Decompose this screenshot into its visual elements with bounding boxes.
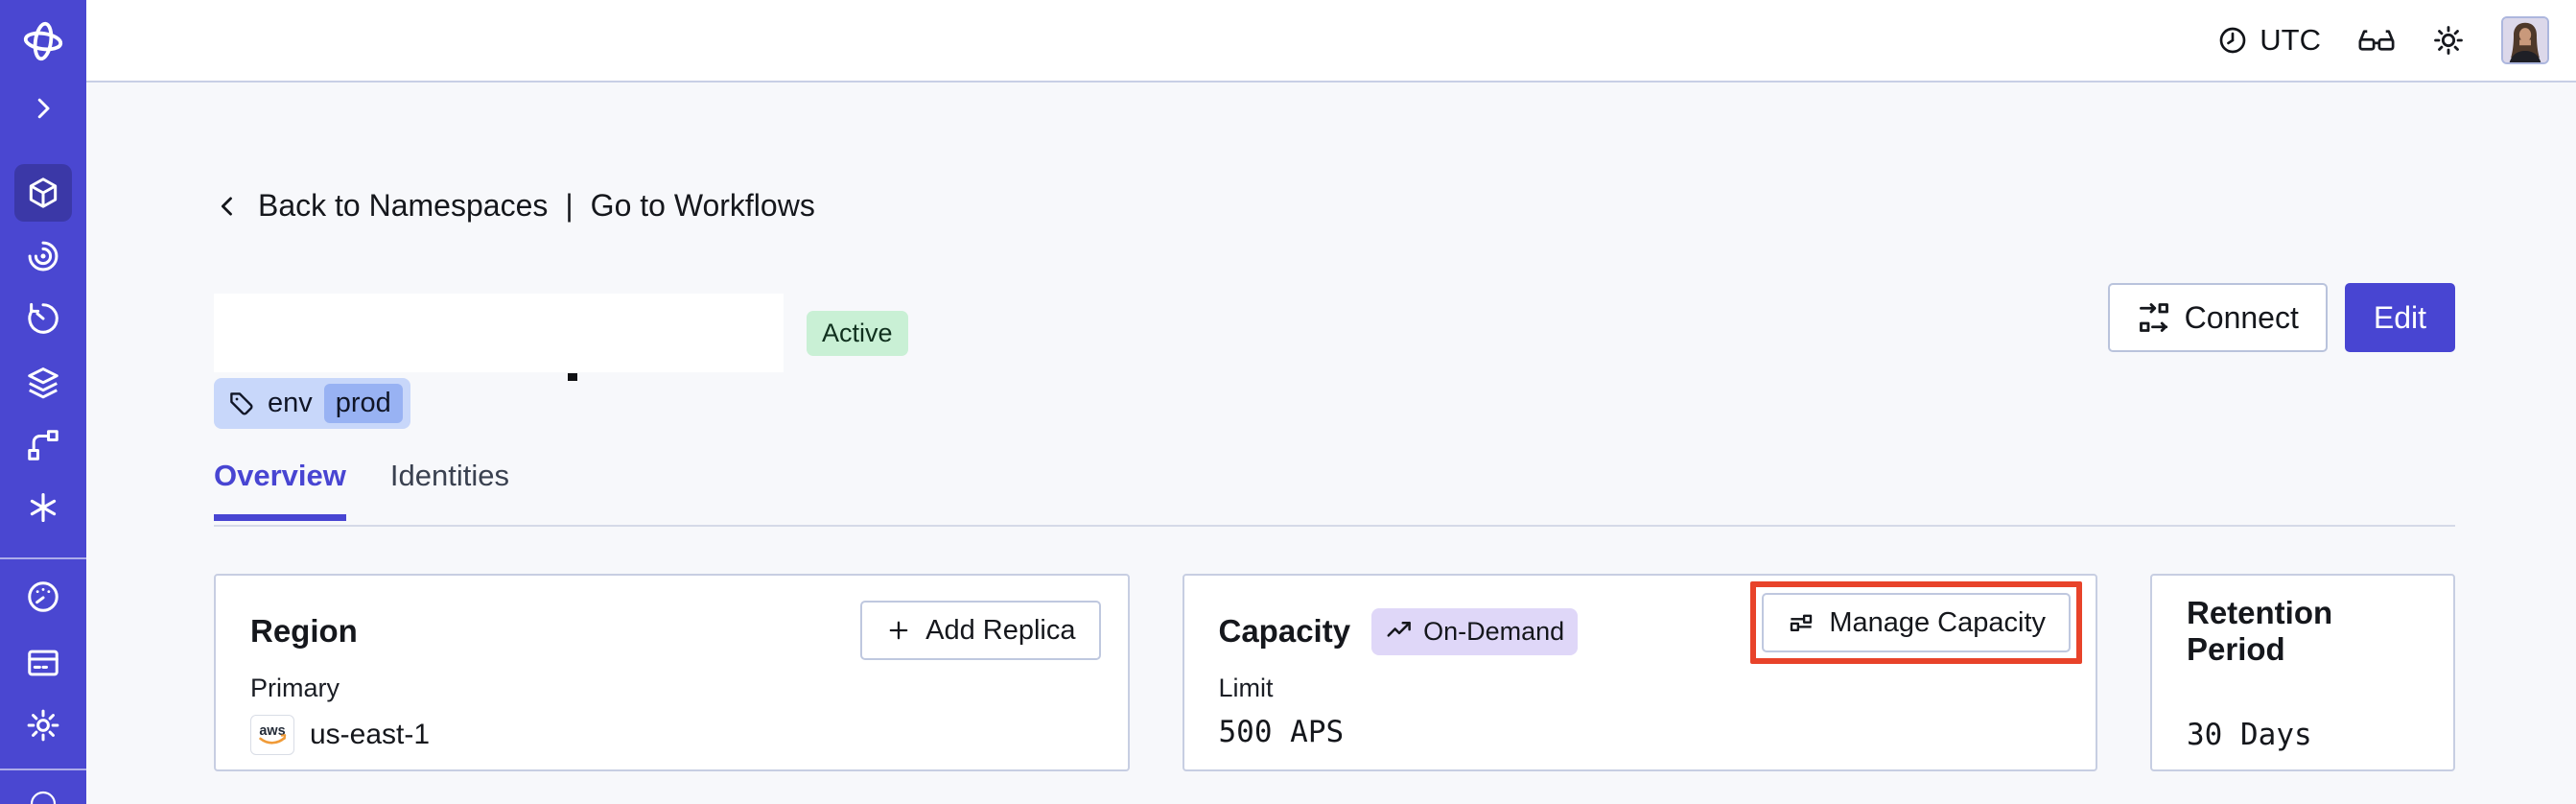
manage-capacity-button[interactable]: Manage Capacity <box>1762 593 2071 652</box>
header-actions: Connect Edit <box>2107 283 2455 352</box>
edit-button[interactable]: Edit <box>2344 283 2455 352</box>
sidebar-item-settings[interactable] <box>14 697 72 754</box>
overview-cards: Region Add Replica Primary aws us-east-1 <box>214 574 2455 771</box>
capacity-card: Capacity On-Demand <box>1182 574 2097 771</box>
workflows-spiral-icon <box>28 241 59 271</box>
timezone-selector[interactable]: UTC <box>2217 23 2321 58</box>
breadcrumb-separator: | <box>565 188 574 223</box>
retention-card: Retention Period 30 Days <box>2150 574 2455 771</box>
user-avatar[interactable] <box>2501 16 2549 64</box>
tag-row: env prod <box>214 378 410 429</box>
tag-key: env <box>268 388 313 418</box>
on-demand-badge: On-Demand <box>1371 607 1579 655</box>
namespace-header: Active Connect Edit <box>214 283 2455 381</box>
glasses-icon[interactable] <box>2357 27 2396 54</box>
settings-gear-icon <box>27 709 59 742</box>
topbar: UTC <box>86 0 2576 83</box>
capacity-value: 500 APS <box>1218 715 1345 749</box>
batch-operations-branch-icon <box>28 429 59 461</box>
tabs-underline <box>214 525 2455 527</box>
tab-identities[interactable]: Identities <box>389 459 509 492</box>
retention-card-title: Retention Period <box>2187 595 2333 667</box>
tabs: Overview Identities <box>214 459 509 521</box>
sidebar-item-deployments[interactable] <box>14 353 72 411</box>
sidebar-item-nexus[interactable] <box>14 479 72 536</box>
connect-button[interactable]: Connect <box>2107 283 2328 352</box>
schedules-clock-icon <box>28 303 59 334</box>
namespaces-cube-icon <box>29 177 58 208</box>
region-card-title: Region <box>250 613 358 649</box>
trending-up-icon <box>1387 622 1411 637</box>
sidebar-item-workflows[interactable] <box>14 227 72 285</box>
main-content: Back to Namespaces | Go to Workflows Act… <box>86 84 2576 804</box>
sidebar-item-schedules[interactable] <box>14 290 72 347</box>
connect-flow-icon <box>2139 303 2168 332</box>
plus-icon <box>889 621 908 640</box>
support-circle-icon[interactable] <box>24 789 62 804</box>
retention-value: 30 Days <box>2187 718 2312 752</box>
sidebar-divider <box>0 769 86 771</box>
sliders-icon <box>1791 614 1813 631</box>
region-card: Region Add Replica Primary aws us-east-1 <box>214 574 1130 771</box>
limit-label: Limit <box>1218 674 1274 702</box>
timezone-label: UTC <box>2260 23 2321 57</box>
aws-logo: aws <box>250 715 294 755</box>
status-badge: Active <box>807 311 908 356</box>
sidebar-item-batch-operations[interactable] <box>14 416 72 474</box>
tag-icon <box>230 391 253 415</box>
deployments-layers-icon <box>28 367 59 399</box>
capacity-card-title: Capacity <box>1218 613 1351 649</box>
namespace-tag[interactable]: env prod <box>214 378 410 429</box>
connect-button-label: Connect <box>2184 299 2299 335</box>
add-replica-label: Add Replica <box>925 614 1076 646</box>
manage-capacity-label: Manage Capacity <box>1829 606 2046 638</box>
edit-button-label: Edit <box>2373 299 2426 335</box>
back-chevron-icon[interactable] <box>214 191 241 222</box>
billing-card-icon <box>28 650 59 675</box>
primary-label: Primary <box>250 674 340 702</box>
sidebar-item-usage[interactable] <box>14 568 72 626</box>
red-highlight-box: Manage Capacity <box>1750 581 2082 664</box>
tag-value: prod <box>323 384 403 423</box>
back-to-namespaces-link[interactable]: Back to Namespaces <box>258 188 549 223</box>
svg-text:aws: aws <box>259 723 285 739</box>
sidebar-divider <box>0 557 86 560</box>
temporal-logo <box>21 19 65 63</box>
usage-gauge-icon <box>28 581 59 612</box>
on-demand-label: On-Demand <box>1423 616 1565 646</box>
theme-sun-icon[interactable] <box>2432 24 2465 57</box>
tab-overview[interactable]: Overview <box>214 459 346 521</box>
breadcrumb: Back to Namespaces | Go to Workflows <box>214 188 815 224</box>
namespace-name-redacted <box>214 294 784 381</box>
redaction-artifact <box>568 373 577 381</box>
go-to-workflows-link[interactable]: Go to Workflows <box>590 188 815 223</box>
sidebar <box>0 0 86 804</box>
region-value: us-east-1 <box>310 719 431 750</box>
nexus-asterisk-icon <box>30 493 57 523</box>
clock-icon <box>2219 27 2246 54</box>
add-replica-button[interactable]: Add Replica <box>860 601 1101 660</box>
sidebar-expand-chevron-icon[interactable] <box>29 94 58 123</box>
sidebar-item-namespaces[interactable] <box>14 164 72 222</box>
sidebar-item-billing[interactable] <box>14 634 72 692</box>
